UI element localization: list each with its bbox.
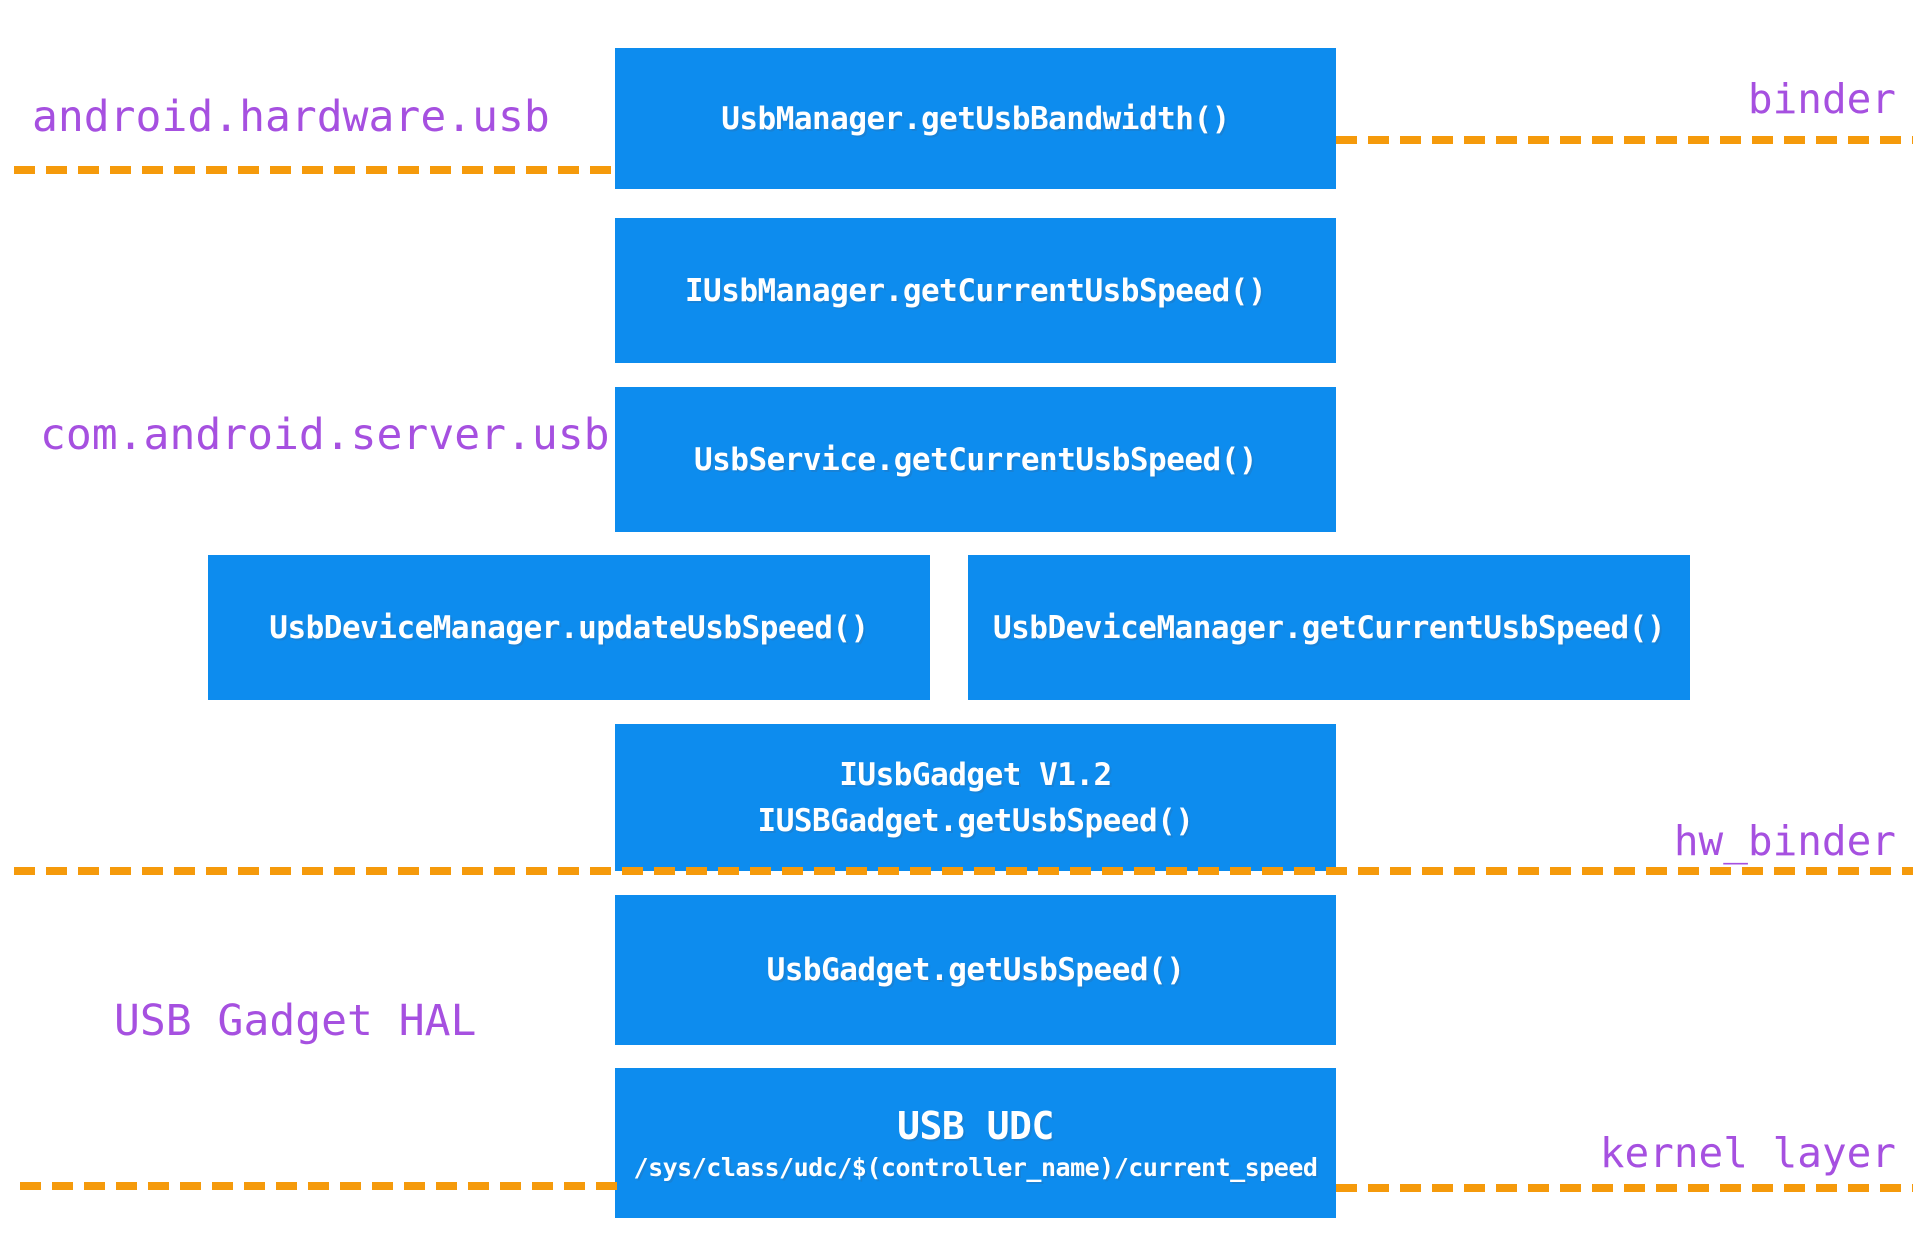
box-iusbgadget-getusbspeed: IUsbGadget V1.2 IUSBGadget.getUsbSpeed() — [615, 724, 1336, 871]
box-text: UsbManager.getUsbBandwidth() — [721, 100, 1230, 137]
box-text: UsbGadget.getUsbSpeed() — [766, 952, 1185, 988]
box-iusbmanager-getcurrentusbspeed: IUsbManager.getCurrentUsbSpeed() — [615, 218, 1336, 363]
box-sysfs-path: /sys/class/udc/$(controller_name)/curren… — [633, 1153, 1318, 1182]
box-text: IUSBGadget.getUsbSpeed() — [757, 802, 1194, 839]
kernel-divider-line-left — [20, 1182, 617, 1190]
box-text: UsbService.getCurrentUsbSpeed() — [693, 441, 1258, 478]
box-usbgadget-getusbspeed: UsbGadget.getUsbSpeed() — [615, 895, 1336, 1045]
label-usb-gadget-hal: USB Gadget HAL — [114, 996, 477, 1046]
box-text: UsbDeviceManager.updateUsbSpeed() — [269, 609, 869, 646]
box-usb-udc-sysfs: USB UDC /sys/class/udc/$(controller_name… — [615, 1068, 1336, 1218]
box-title: USB UDC — [897, 1104, 1054, 1148]
kernel-divider-line-right — [1336, 1184, 1913, 1192]
label-android-hardware-usb: android.hardware.usb — [32, 92, 550, 142]
box-usbdevicemanager-getcurrentusbspeed: UsbDeviceManager.getCurrentUsbSpeed() — [968, 555, 1690, 700]
label-hw-binder: hw_binder — [1673, 817, 1896, 865]
box-text: UsbDeviceManager.getCurrentUsbSpeed() — [992, 609, 1666, 646]
hw-binder-divider-line — [14, 867, 1913, 875]
label-kernel-layer: kernel layer — [1599, 1129, 1896, 1177]
box-usbmanager-getusbbandwidth: UsbManager.getUsbBandwidth() — [615, 48, 1336, 189]
box-text: IUsbManager.getCurrentUsbSpeed() — [684, 272, 1267, 309]
binder-divider-line-right — [1336, 136, 1913, 144]
box-usbdevicemanager-updateusbspeed: UsbDeviceManager.updateUsbSpeed() — [208, 555, 930, 700]
box-usbservice-getcurrentusbspeed: UsbService.getCurrentUsbSpeed() — [615, 387, 1336, 532]
label-com-android-server-usb: com.android.server.usb — [40, 410, 610, 460]
label-binder: binder — [1747, 75, 1896, 123]
box-text: IUsbGadget V1.2 — [839, 756, 1112, 793]
binder-divider-line-left — [14, 166, 615, 174]
